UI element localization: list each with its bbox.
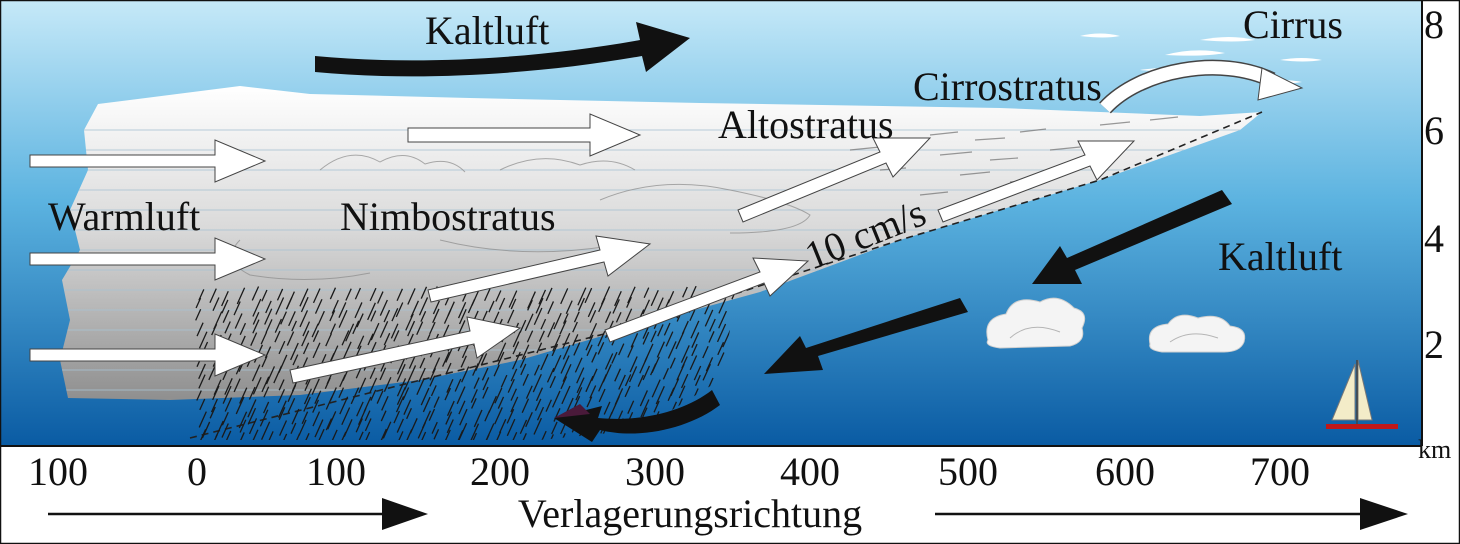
cumulus-cloud-2 — [1148, 314, 1246, 353]
x-tick-5: 400 — [780, 449, 840, 494]
label-kaltluft-right: Kaltluft — [1218, 234, 1342, 279]
y-tick-2: 2 — [1424, 322, 1444, 367]
direction-indicator — [48, 498, 1408, 530]
y-tick-4: 4 — [1424, 216, 1444, 261]
sailboat-icon — [1326, 359, 1398, 429]
x-tick-8: 700 — [1250, 449, 1310, 494]
flow-arrow-7 — [604, 257, 810, 343]
flow-arrow-1 — [29, 139, 267, 183]
label-nimbostratus: Nimbostratus — [340, 194, 556, 239]
label-kaltluft-top: Kaltluft — [425, 8, 549, 53]
direction-arrowhead-left — [382, 498, 428, 530]
cirrus-outflow-arrow — [1099, 59, 1304, 114]
x-tick-1: 0 — [187, 449, 207, 494]
y-tick-8: 8 — [1424, 2, 1444, 47]
x-tick-7: 600 — [1095, 449, 1155, 494]
x-tick-3: 200 — [470, 449, 530, 494]
flow-arrow-6 — [427, 235, 652, 303]
y-axis-unit: km — [1418, 435, 1451, 464]
cold-air-arrow-top — [315, 22, 690, 77]
label-warmluft: Warmluft — [48, 194, 200, 239]
warm-air-flow-arrows — [29, 113, 1136, 384]
y-tick-6: 6 — [1424, 108, 1444, 153]
flow-arrow-4 — [407, 113, 642, 157]
x-tick-6: 500 — [938, 449, 998, 494]
flow-arrow-2 — [29, 237, 267, 281]
flow-arrow-8 — [737, 137, 932, 223]
label-altostratus: Altostratus — [718, 102, 894, 147]
label-cirrus: Cirrus — [1243, 2, 1343, 47]
cold-air-arrow-bottom — [764, 298, 968, 374]
x-tick-0: 100 — [28, 449, 88, 494]
cold-air-arrow-curl — [554, 390, 720, 442]
flow-arrow-3 — [29, 333, 267, 377]
cumulus-cloud-1 — [986, 297, 1086, 349]
direction-arrowhead-right — [1360, 498, 1408, 530]
x-axis-caption: Verlagerungsrichtung — [518, 491, 862, 536]
cold-air-arrows — [315, 22, 1232, 442]
flow-arrow-9 — [937, 140, 1136, 223]
x-tick-2: 100 — [306, 449, 366, 494]
cold-air-arrow-right — [1032, 190, 1232, 284]
label-cirrostratus: Cirrostratus — [913, 64, 1102, 109]
frontal-surface-line — [189, 111, 1263, 439]
flow-arrow-5 — [289, 316, 522, 384]
x-tick-4: 300 — [625, 449, 685, 494]
curl-arrow-tip — [554, 404, 590, 418]
